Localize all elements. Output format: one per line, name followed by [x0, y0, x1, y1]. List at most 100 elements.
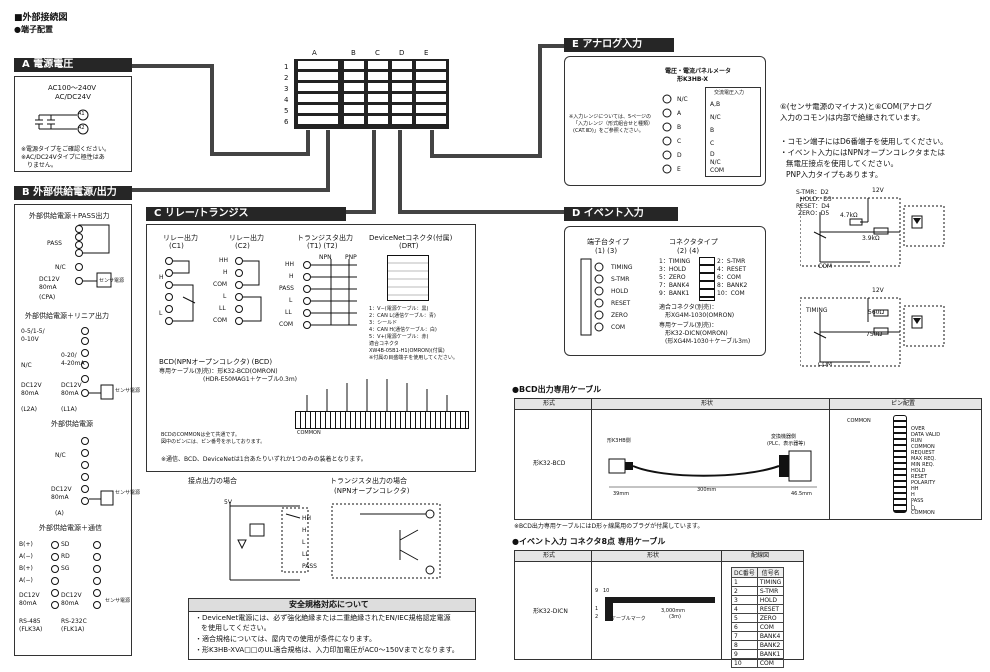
a-label: (A)	[55, 510, 64, 517]
c2-label-com2: COM	[213, 317, 228, 324]
safety-line-3: ・形K3HB-XVA□□のUL適合規格は、入力印加電圧がAC0～150Vまでとな…	[195, 646, 459, 654]
terminal-block: A B C D E 1 2 3 4 5 6	[284, 50, 454, 132]
section-c-header: C リレー/トランジスタ/BCD/DeviceNet	[146, 207, 346, 233]
bcd-pin-9: RESET	[911, 474, 928, 480]
event-cable-title: ●イベント入力 コネクタ8点 専用ケーブル	[512, 537, 666, 546]
section-e-box: 電圧・電流パネルメータ 形K3HB-X ※入力レンジについては、5ページの 「入…	[564, 56, 766, 186]
event-pin-2: 2	[595, 614, 599, 620]
bcd-cable-table: 形式 形状 ピン配置 形K32-BCD 形K3HB側 変換機器側 (PLC、表示…	[514, 398, 982, 520]
c2-label-l: L	[223, 293, 227, 300]
ma80-label-4: 80mA	[51, 494, 69, 501]
bcd-model: 形K32-BCD	[533, 460, 566, 467]
bcd-note-1: BCDのCOMMONは全て共通です。	[161, 432, 240, 438]
ext-supply-title: 外部供給電源	[51, 420, 93, 428]
d-cable-2: 形K32-DICN(OMRON)	[665, 330, 728, 337]
dn-pin-5: 5：V+(電源ケーブル：赤)	[369, 334, 429, 340]
transistor-sub: (T1) (T2)	[307, 242, 338, 250]
dn-pin-1: 1：V−(電源ケーブル：黒)	[369, 306, 429, 312]
sensor-label-1: センサ電源	[99, 278, 125, 284]
linear-range-2: 0-10V	[21, 336, 39, 343]
c1-label-l: L	[159, 310, 163, 317]
d-tb-zero: ZERO	[611, 312, 628, 319]
dn-note-2: XW4B-05B1-H1(OMRON)(付属)	[369, 348, 445, 354]
right-note-5: 無電圧接点を使用してください。	[786, 159, 899, 168]
column-label-d: D	[399, 49, 405, 57]
flk1a-label: (FLK1A)	[61, 626, 85, 633]
r-560: 560Ω	[868, 309, 885, 316]
b-plus-2: B(+)	[19, 565, 33, 572]
terminal-type-sub: (1) (3)	[595, 247, 618, 255]
c2-label-ll: LL	[219, 305, 226, 312]
dc12v-label-2: DC12V	[21, 382, 42, 389]
e-input-table: 交流電圧入力 A,B N/C B C D N/C COM	[705, 87, 761, 177]
terminal-a2: A2	[78, 125, 85, 131]
range-note-2: 「入力レンジ（形式組合せと種類）	[573, 121, 654, 127]
section-a-box: AC100～240V AC/DC24V A1 A2 ※電源タイプをご確認ください…	[14, 76, 132, 172]
a-minus-1: A(−)	[19, 553, 33, 560]
dn-pin-4: 4：CAN H(通信ケーブル：白)	[369, 327, 437, 333]
dn-note-1: 適合コネクタ	[369, 341, 399, 347]
comm-supply-title: 外部供給電源＋通信	[39, 524, 102, 532]
linear-range-3: 0-20/	[61, 352, 77, 359]
sig-reset: RESET：D4	[796, 203, 830, 210]
bcd-dim-3: 46.5mm	[791, 491, 812, 497]
dc12v-label-5: DC12V	[19, 592, 40, 599]
a-minus-2: A(−)	[19, 577, 33, 584]
column-label-c: C	[375, 49, 380, 57]
devicenet-connector	[387, 255, 429, 301]
dc12v-label-6: DC12V	[61, 592, 82, 599]
d-cn-l1: 1：TIMING	[659, 258, 691, 265]
event-h-wiring: 配線図	[751, 552, 770, 559]
safety-box: 安全規格対応について ・DeviceNet電源には、必ず強化絶縁または二重絶縁さ…	[188, 598, 476, 660]
e-term-c: C	[677, 138, 682, 145]
event-model: 形K32-DICN	[533, 608, 568, 615]
event-pin-1: 1	[595, 606, 599, 612]
bcd-pin-16: COMMON	[911, 510, 935, 516]
sensor-label-2: センサ電源	[115, 388, 141, 394]
nc-label-3: N/C	[55, 452, 66, 459]
e-right-4: C	[710, 140, 715, 147]
b-plus-1: B(+)	[19, 541, 33, 548]
relay-c1-title: リレー出力	[163, 234, 198, 242]
rs232-label: RS-232C	[61, 618, 87, 625]
bcd-cable: 専用ケーブル(別売)：形K32-BCD(OMRON)	[159, 368, 278, 375]
e-term-a: A	[677, 110, 682, 117]
d-tb-com: COM	[611, 324, 626, 331]
dn-pin-3: 3：シールド	[369, 320, 398, 326]
event-table-h1: DC番号	[731, 567, 758, 578]
bcd-dim-2: 300mm	[697, 487, 717, 493]
section-d-header: D イベント入力	[564, 207, 678, 221]
row-label-2: 2	[284, 74, 289, 82]
transistor-output-subtitle: (NPNオープンコレクタ)	[334, 487, 410, 495]
event-table-h2: 信号名	[756, 567, 785, 578]
v12-label-1: 12V	[872, 187, 884, 194]
bcd-dim-1: 39mm	[613, 491, 630, 497]
row-label-5: 5	[284, 107, 289, 115]
bcd-h-model: 形式	[543, 400, 556, 407]
safety-line-1b: を使用してください。	[201, 624, 271, 632]
bcd-side-3: (PLC、表示器等)	[767, 441, 806, 447]
safety-title: 安全規格対応について	[289, 600, 369, 609]
bcd-h-shape: 形状	[701, 400, 714, 407]
d-tb-reset: RESET	[611, 300, 631, 307]
bcd-cable-title: ●BCD出力専用ケーブル	[512, 385, 602, 394]
r-39k: 3.9kΩ	[862, 235, 880, 242]
d-tb-stmr: S-TMR	[611, 276, 630, 283]
e-term-e: E	[677, 166, 681, 173]
d-cn-r5: 10：COM	[717, 290, 745, 297]
section-a-note-2: ※AC/DC24Vタイプに極性はあ	[21, 154, 105, 161]
page-subtitle: ●端子配置	[14, 25, 53, 34]
v12-label-2: 12V	[872, 287, 884, 294]
contact-output-diagram	[229, 502, 309, 581]
section-e-header: E アナログ入力	[564, 38, 674, 52]
e-term-d: D	[677, 152, 682, 159]
bcd-pin-14: L	[911, 502, 914, 508]
event-pin-10: 10	[603, 588, 610, 594]
sig-hold: HOLD：D3	[800, 196, 832, 203]
com-label-2: COM	[818, 361, 833, 368]
relay-c2-sub: (C2)	[235, 242, 250, 250]
